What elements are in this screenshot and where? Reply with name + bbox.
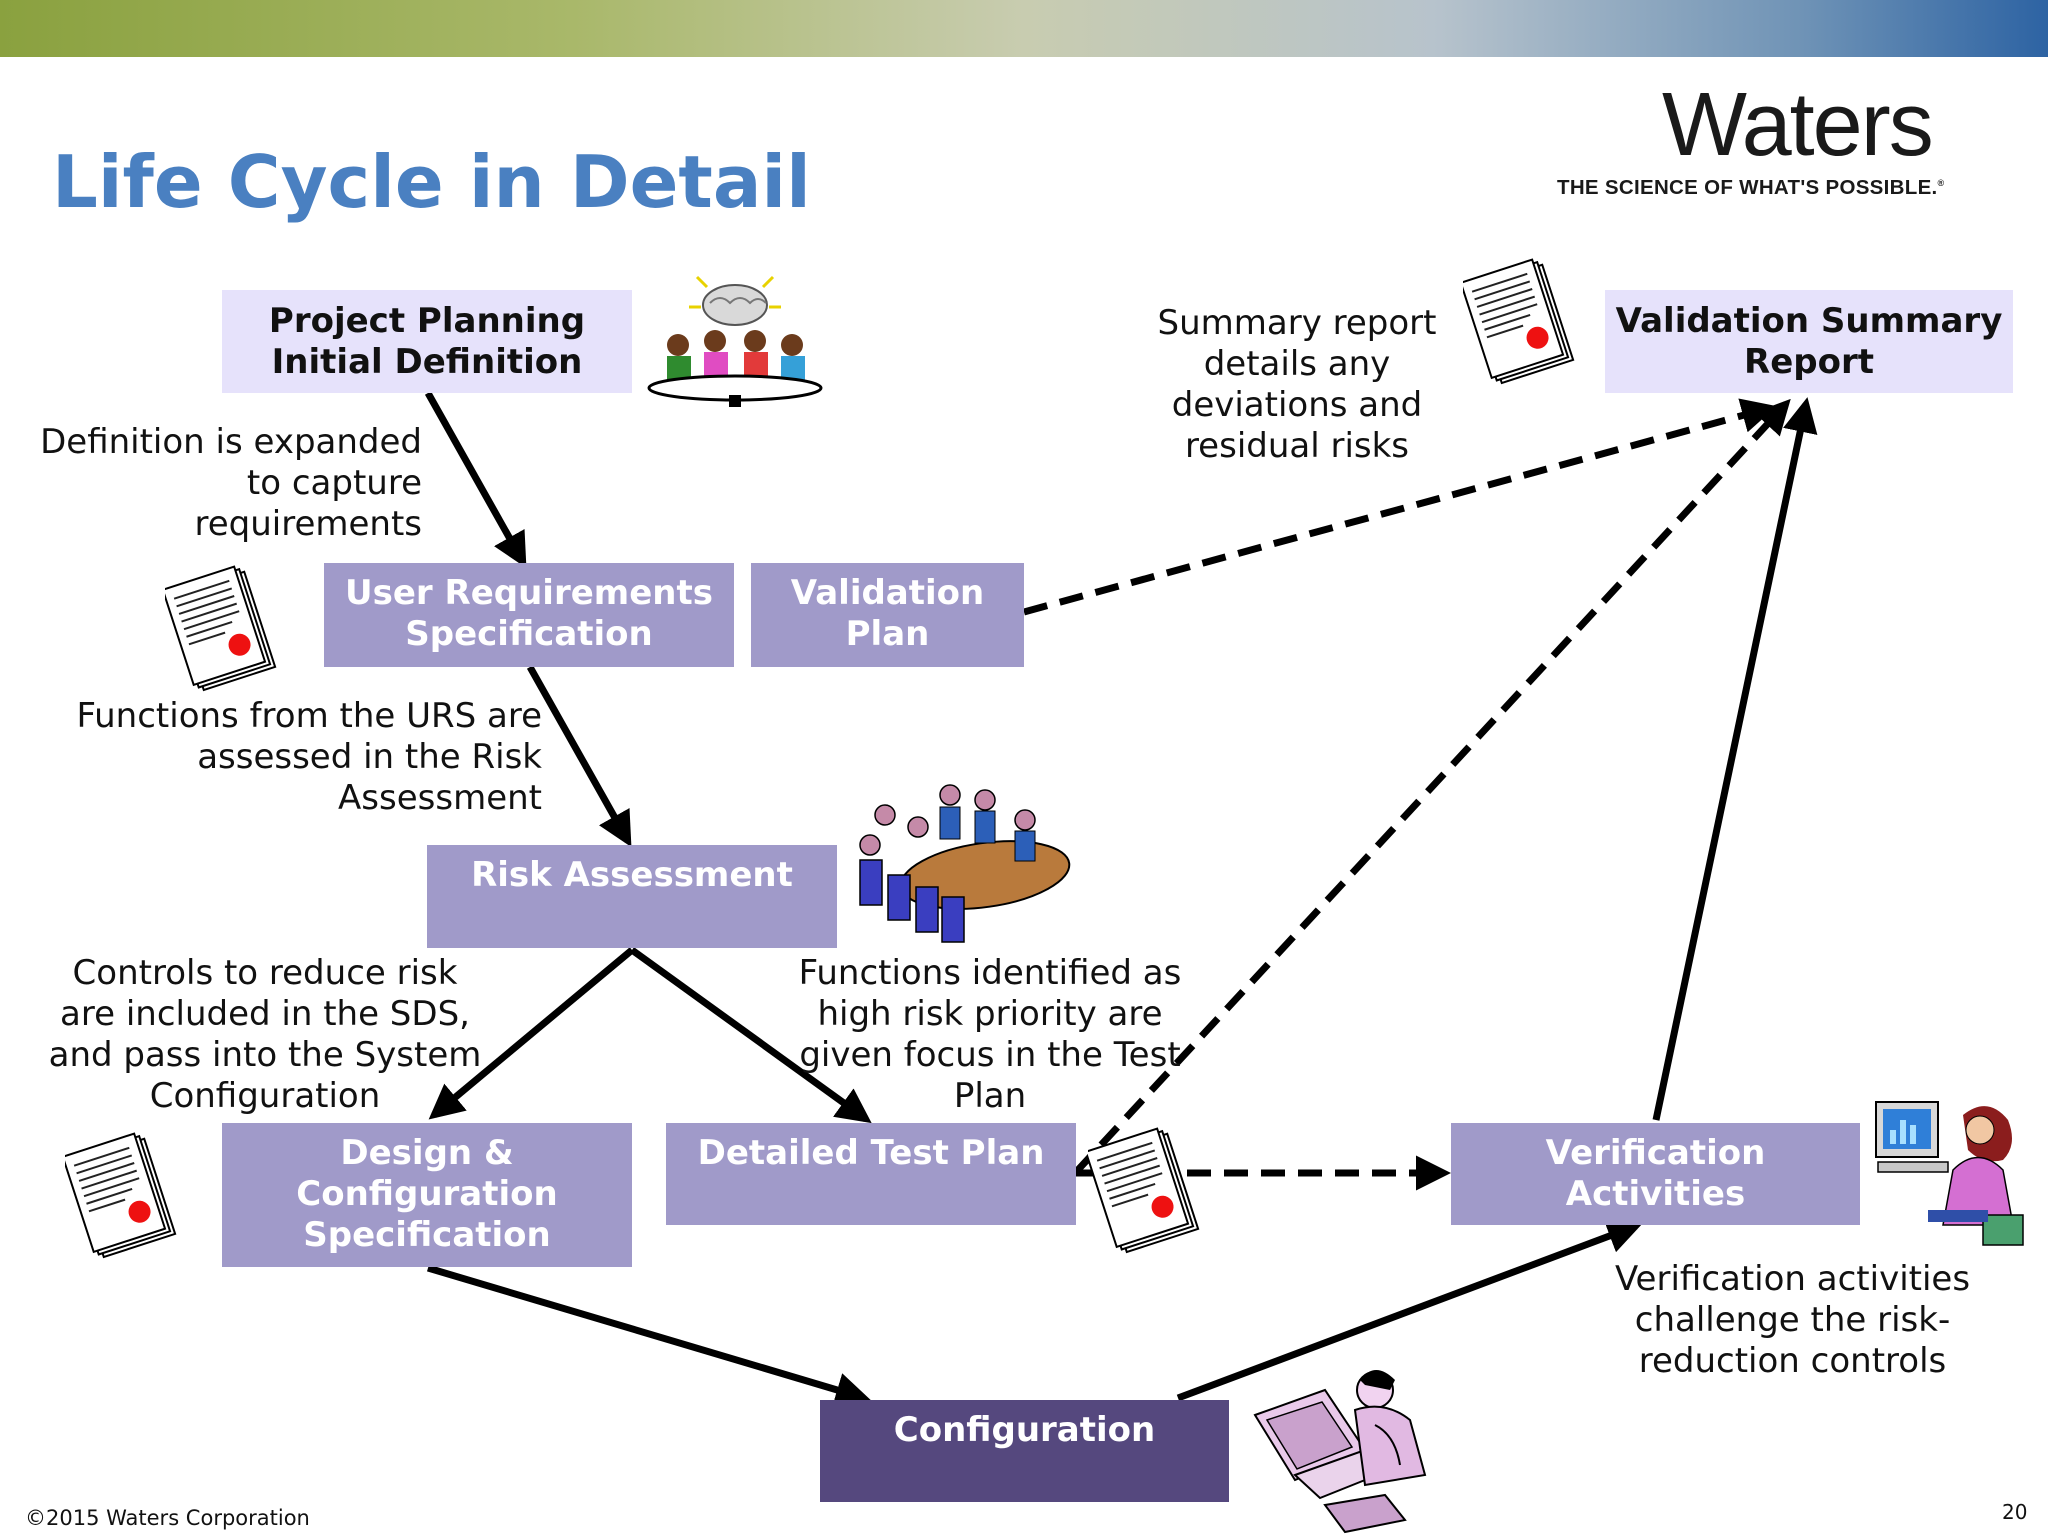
arrow-risk-to-design: [428, 947, 635, 1120]
top-banner: [0, 0, 2048, 57]
arrow-design-to-config: [426, 1264, 871, 1407]
meeting-brainstorm-clipart: [647, 275, 823, 407]
arrow-risk-to-testplan: [629, 947, 872, 1124]
note-controls: Controls to reduce risk are included in …: [48, 953, 482, 1116]
note-verification: Verification activities challenge the ri…: [1614, 1259, 1971, 1381]
copyright-footer: ©2015 Waters Corporation: [25, 1506, 310, 1530]
box-user-requirements: User Requirements Specification: [324, 563, 734, 667]
box-verification-activities: Verification Activities: [1451, 1123, 1860, 1225]
note-urs-functions: Functions from the URS are assessed in t…: [76, 696, 542, 818]
box-configuration: Configuration: [820, 1400, 1229, 1502]
document-seal-icon: [1463, 258, 1575, 385]
computer-worker-clipart: [1253, 1370, 1427, 1534]
arrow-verification-to-summary: [1652, 397, 1818, 1121]
registered-mark: ®: [1937, 178, 1945, 189]
dashed-arrow-testplan-to-summary: [1073, 398, 1791, 1175]
page-number: 20: [2002, 1500, 2028, 1524]
document-seal-icon: [65, 1132, 177, 1259]
page-title: Life Cycle in Detail: [52, 140, 811, 224]
logo-tagline: THE SCIENCE OF WHAT'S POSSIBLE.®: [1557, 176, 1945, 199]
box-validation-plan: Validation Plan: [751, 563, 1024, 667]
note-summary-report: Summary report details any deviations an…: [1157, 303, 1437, 466]
box-validation-summary-report: Validation Summary Report: [1605, 290, 2013, 393]
box-detailed-test-plan: Detailed Test Plan: [666, 1123, 1076, 1225]
computer-user-clipart: [1875, 1101, 2024, 1246]
document-seal-icon: [165, 565, 277, 692]
waters-logo: Waters: [1662, 75, 1934, 175]
arrow-config-to-verification: [1176, 1219, 1643, 1402]
box-design-configuration-spec: Design & Configuration Specification: [222, 1123, 632, 1267]
boardroom-meeting-clipart: [859, 784, 1071, 943]
note-definition-expanded: Definition is expanded to capture requir…: [40, 422, 422, 544]
arrow-urs-to-risk: [526, 665, 632, 848]
box-project-planning: Project Planning Initial Definition: [222, 290, 632, 393]
note-high-risk: Functions identified as high risk priori…: [798, 953, 1182, 1116]
dashed-arrow-validation-plan-to-summary: [1023, 398, 1777, 616]
arrow-planning-to-urs: [424, 391, 527, 569]
document-seal-icon: [1088, 1127, 1200, 1254]
box-risk-assessment: Risk Assessment: [427, 845, 837, 948]
